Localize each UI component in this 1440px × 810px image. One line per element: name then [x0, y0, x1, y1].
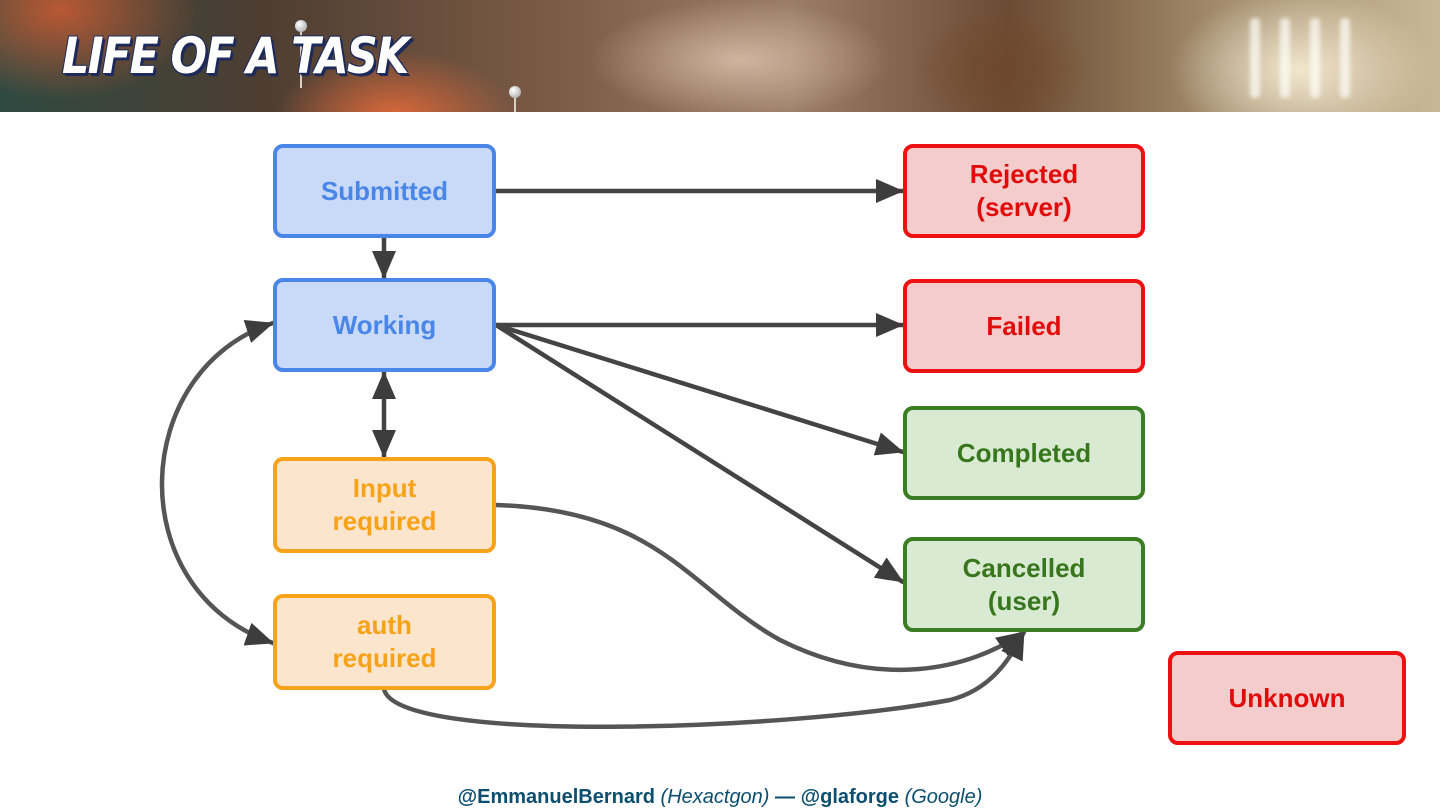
arrow-working-auth-bidirectional — [159, 320, 276, 646]
footer-handle-2: @glaforge — [800, 786, 899, 808]
state-submitted-label: Submitted — [320, 175, 449, 206]
footer-org-1: (Hexactgon) — [660, 786, 770, 808]
state-auth-required-label-line1: auth — [357, 610, 412, 640]
slide-title: LIFE OF A TASK — [62, 27, 409, 85]
banner-decoration — [295, 20, 307, 32]
banner-decoration — [300, 28, 302, 88]
footer-handle-1: @EmmanuelBernard — [457, 786, 655, 808]
arrow-working-to-completed — [493, 322, 906, 456]
banner-decoration — [1280, 18, 1290, 98]
footer-separator: — — [775, 786, 796, 808]
state-working-label: Working — [332, 309, 437, 340]
state-unknown: Unknown — [1168, 651, 1406, 745]
state-auth-required-label-line2: required — [332, 643, 437, 673]
state-completed-label: Completed — [956, 437, 1092, 468]
footer-credits: @EmmanuelBernard (Hexactgon) — @glaforge… — [0, 784, 1440, 810]
state-auth-required: auth required — [273, 594, 496, 690]
banner-decoration — [509, 86, 521, 98]
state-cancelled: Cancelled (user) — [903, 537, 1145, 632]
arrow-input-to-cancelled — [493, 502, 1027, 673]
state-rejected: Rejected (server) — [903, 144, 1145, 238]
state-submitted: Submitted — [273, 144, 496, 238]
banner-decoration — [514, 92, 516, 112]
state-failed: Failed — [903, 279, 1145, 373]
state-cancelled-label-line1: Cancelled — [962, 552, 1086, 583]
state-unknown-label: Unknown — [1228, 682, 1346, 713]
state-working: Working — [273, 278, 496, 372]
banner-decoration — [1250, 18, 1260, 98]
banner-decoration — [1310, 18, 1320, 98]
state-input-required-label-line1: Input — [352, 473, 417, 503]
state-completed: Completed — [903, 406, 1145, 500]
footer-org-2: (Google) — [904, 786, 983, 808]
header-banner: LIFE OF A TASK — [0, 0, 1440, 112]
banner-decoration — [1340, 18, 1350, 98]
arrow-auth-to-cancelled — [381, 629, 1027, 730]
state-input-required-label-line2: required — [332, 506, 437, 536]
state-input-required: Input required — [273, 457, 496, 553]
state-rejected-label-line2: (server) — [976, 192, 1072, 222]
state-rejected-label-line1: Rejected — [969, 159, 1079, 189]
state-cancelled-label-line2: (user) — [987, 585, 1061, 616]
state-failed-label: Failed — [986, 310, 1062, 341]
arrow-working-to-cancelled — [493, 322, 906, 585]
